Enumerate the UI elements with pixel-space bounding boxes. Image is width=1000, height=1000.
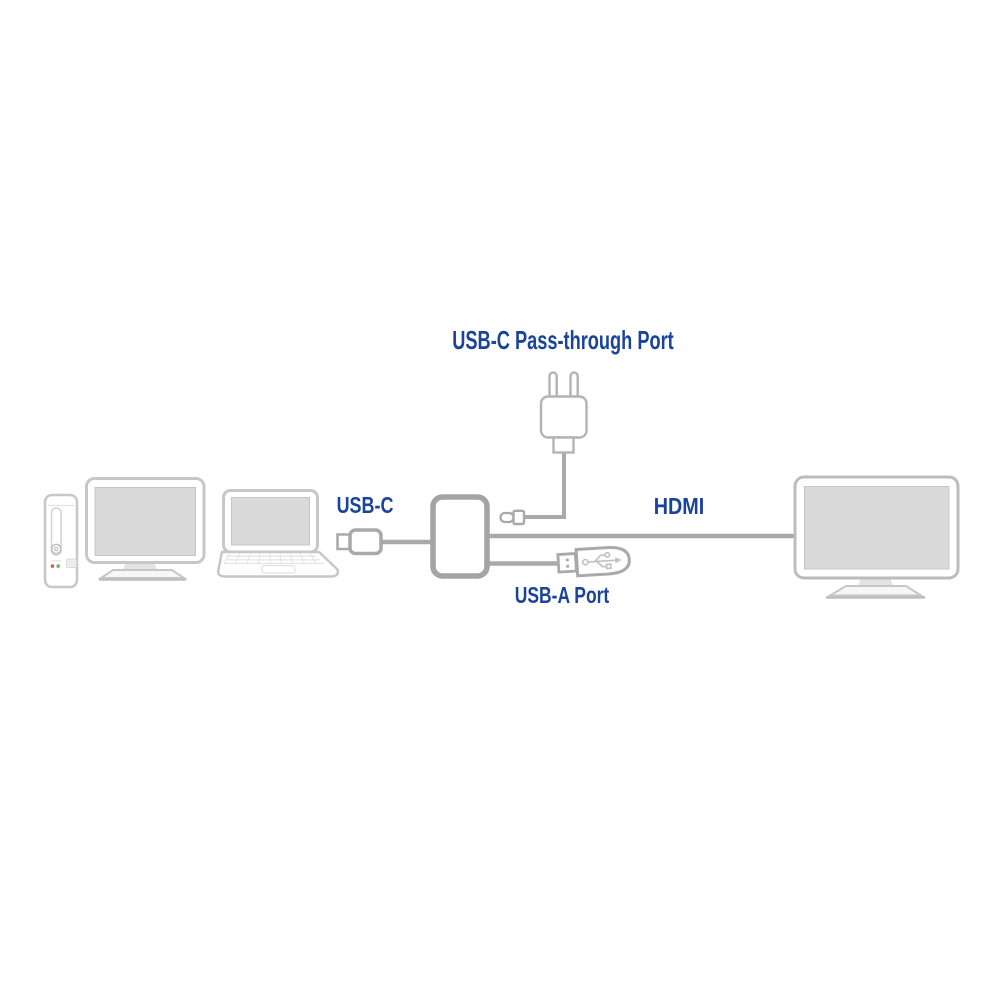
led-red xyxy=(50,564,54,568)
monitor-screen xyxy=(804,486,950,570)
desktop-monitor-icon xyxy=(85,477,206,581)
usb-trident-icon xyxy=(581,551,622,570)
power-cable xyxy=(522,451,566,519)
power-button-icon xyxy=(50,543,62,555)
usb-c-hub-icon xyxy=(430,494,490,579)
touchpad xyxy=(261,564,296,574)
laptop-icon xyxy=(216,489,340,578)
label-usb-a-port: USB-A Port xyxy=(514,582,610,608)
external-monitor-icon xyxy=(793,475,960,599)
monitor-screen xyxy=(94,487,196,556)
laptop-screen xyxy=(231,497,310,546)
label-usb-c: USB-C xyxy=(336,492,394,518)
power-adapter-icon xyxy=(539,371,588,454)
usb-a-connector-icon xyxy=(556,545,631,578)
pc-tower-icon xyxy=(43,493,79,589)
usb-c-connector-icon xyxy=(336,528,383,556)
usb-c-passthrough-connector-icon xyxy=(499,509,526,526)
label-usb-c-passthrough-port: USB-C Pass-through Port xyxy=(452,325,674,355)
led-green xyxy=(56,564,60,568)
label-hdmi: HDMI xyxy=(653,493,705,519)
